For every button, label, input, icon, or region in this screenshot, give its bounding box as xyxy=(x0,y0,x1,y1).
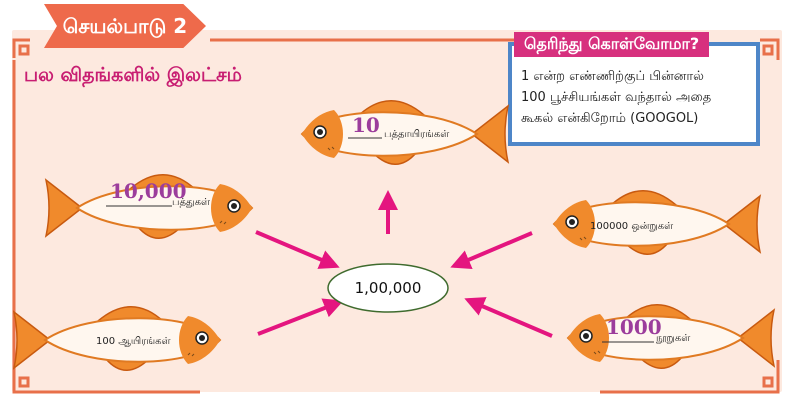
fish-tens-label: பத்துகள் xyxy=(172,197,210,208)
did-you-know-box: தெரிந்து கொள்வோமா? 1 என்ற எண்ணிற்குப் பி… xyxy=(508,32,760,146)
center-number: 1,00,000 xyxy=(355,279,422,297)
center-ellipse xyxy=(327,263,449,313)
frame-corner-top-right xyxy=(762,44,774,56)
arrow-from-100-thousands xyxy=(257,298,344,336)
did-you-know-text: 1 என்ற எண்ணிற்குப் பின்னால் 100 பூச்சியங… xyxy=(521,66,749,129)
frame-corner-bottom-left xyxy=(18,376,30,388)
did-you-know-heading: தெரிந்து கொள்வோமா? xyxy=(514,32,710,57)
did-you-know-line-3: கூகல் என்கிறோம் (GOOGOL) xyxy=(521,111,699,126)
fish-ten-thousands-value: 10 xyxy=(352,113,380,137)
did-you-know-line-2: 100 பூச்சியங்கள் வந்தால் அதை xyxy=(521,90,712,105)
fish-hundreds-label: நூறுகள் xyxy=(656,333,690,344)
fish-ones-label: 100000 ஒன்றுகள் xyxy=(590,221,673,232)
arrow-from-1000-hundreds xyxy=(464,297,553,338)
activity-tag: செயல்பாடு 2 xyxy=(44,4,206,48)
fish-tens-value: 10,000 xyxy=(110,179,187,203)
frame-corner-bottom-right xyxy=(762,376,774,388)
arrow-from-10000-tens xyxy=(255,230,340,269)
fish-thousands-label: 100 ஆயிரங்கள் xyxy=(96,336,171,347)
fish-hundreds-value: 1000 xyxy=(606,315,662,339)
fish-ten-thousands-label: பத்தாயிரங்கள் xyxy=(384,129,449,140)
frame-corner-top-left xyxy=(18,44,30,56)
did-you-know-line-1: 1 என்ற எண்ணிற்குப் பின்னால் xyxy=(521,69,704,84)
arrow-from-100000-ones xyxy=(450,231,533,269)
activity-title: பல விதங்களில் இலட்சம் xyxy=(24,64,242,86)
